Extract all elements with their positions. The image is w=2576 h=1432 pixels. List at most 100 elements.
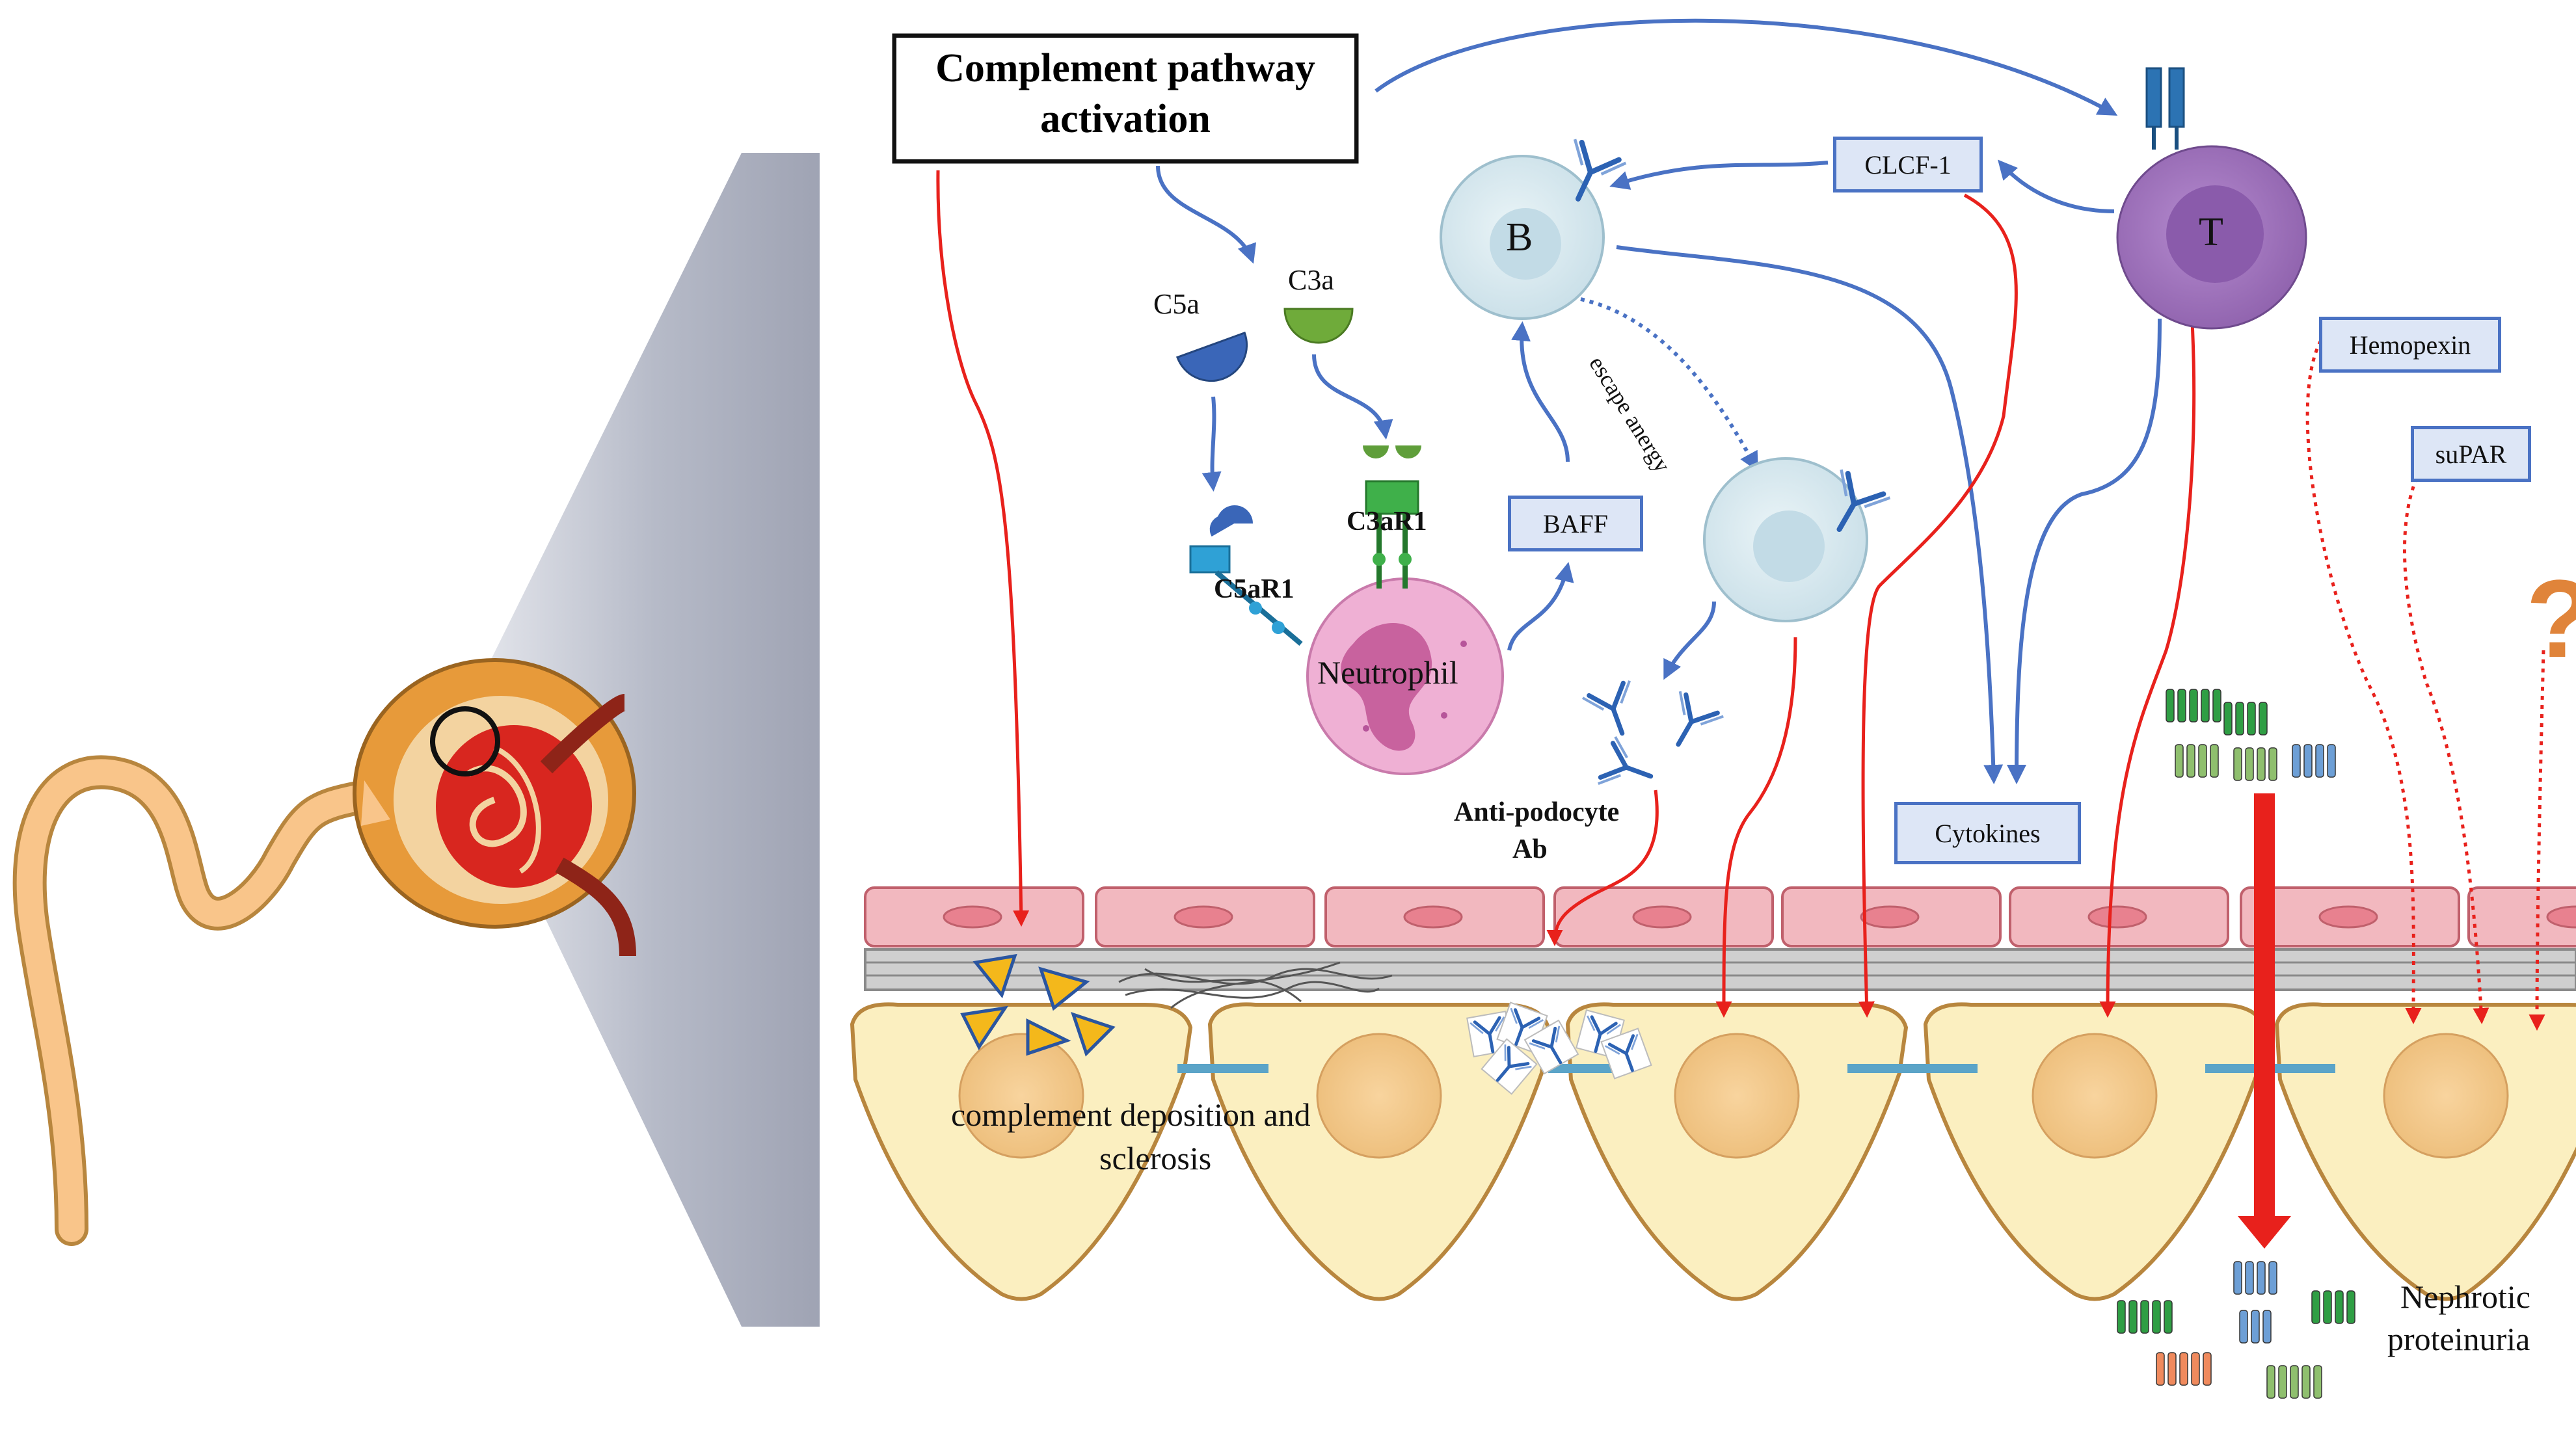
endothelial-cell [2467,886,2576,948]
title-text: Complement pathway activation [935,46,1315,141]
arrow-plasma-to-ab [1663,601,1716,680]
arrow-clcf1-to-b [1609,161,1829,190]
antibody [1676,691,1724,747]
endothelial-cell [2240,886,2460,948]
c3ar1-receptor [1363,445,1421,589]
protein [2239,1310,2272,1344]
cytokines-box: Cytokines [1894,802,2081,864]
arrow-t-to-cytokines [2007,318,2162,784]
clcf1-label: CLCF-1 [1864,150,1952,179]
dotted-supar-to-podo [2402,477,2489,1024]
endothelial-cell [1781,886,2002,948]
complement-deposits [960,953,1116,1057]
t-cell [2116,67,2307,330]
nephron-illustration [12,153,820,1327]
protein [2223,702,2268,736]
hemopexin-box: Hemopexin [2319,317,2501,373]
antibody [1598,736,1654,786]
antibody [1510,1007,1544,1046]
arrow-c3a-to-receptor [1312,354,1393,440]
endothelial-cell [864,886,1084,948]
antibody [1836,469,1891,533]
protein [2266,1365,2322,1399]
dotted-question-to-podo [2529,650,2545,1031]
sclerosis-fibers [1118,961,1393,1009]
c5ar1-receptor [1189,505,1303,646]
endothelium [864,886,2576,948]
label-anti-podocyte-ab-1: Anti-podocyte [1454,797,1620,827]
neutrophil [1306,577,1504,775]
label-complement-deposition-2: sclerosis [1099,1140,1212,1176]
antibody [1604,1033,1639,1072]
label-c3ar1: C3aR1 [1347,507,1427,537]
antibody [1496,1044,1532,1082]
bound-antibodies [1466,1001,1652,1095]
title-box: Complement pathway activation [894,35,1357,162]
antibody [1581,680,1631,736]
red-t-to-podo [2099,321,2196,1018]
arrow-c5a-to-receptor [1201,396,1222,492]
plasma-cell [1703,457,1868,622]
arrow-b-to-cytokines [1616,245,2004,784]
c5a-molecule [1175,331,1248,382]
arrow-complement-to-t [1375,18,2118,116]
baff-box: BAFF [1508,496,1643,551]
antibody [1573,139,1627,202]
endothelial-cell [1553,886,1774,948]
label-complement-deposition-1: complement deposition and [951,1096,1311,1133]
protein [2175,744,2219,778]
label-b-cell: B [1506,215,1533,259]
label-nephrotic-2: proteinuria [2387,1321,2530,1357]
protein [2233,747,2277,781]
antibody [1586,1015,1621,1054]
endothelial-cell [1095,886,1315,948]
protein [2311,1290,2355,1324]
protein-clusters [2117,689,2355,1399]
label-anti-podocyte-ab-2: Ab [1512,834,1548,864]
protein [2166,689,2221,723]
efferent-arteriole [555,857,636,957]
red-arrows [936,170,2196,1018]
label-nephrotic-1: Nephrotic [2400,1279,2530,1315]
clcf1-box: CLCF-1 [1833,137,1983,192]
podocyte-cell [850,1002,1193,1301]
podocyte-cell [2274,1002,2576,1301]
c3a-molecule [1283,308,1354,344]
hemopexin-label: Hemopexin [2349,330,2471,360]
supar-label: suPAR [2435,439,2507,469]
free-antibodies [1581,680,1724,786]
podocytes [850,1002,2576,1301]
question-mark: ? [2526,557,2576,681]
podocyte-cell [1207,1002,1551,1301]
dotted-hemopexin-to-podo [2305,332,2422,1024]
red-clcf1-to-podo [1858,193,2018,1018]
label-t-cell: T [2199,210,2223,254]
arrow-t-to-clcf1 [1998,159,2115,213]
zoom-circle [430,706,500,776]
podocyte-cell [1923,1002,2266,1301]
arrow-complement-to-c3a [1156,165,1257,264]
label-c5a: C5a [1153,288,1200,320]
supar-box: suPAR [2411,426,2531,482]
podocyte-cell [1565,1002,1909,1301]
antibody [1529,1026,1563,1065]
baff-label: BAFF [1542,509,1609,538]
red-plasma-to-podo [1715,637,1797,1018]
red-ab-to-gbm [1546,789,1659,946]
label-c5ar1: C5aR1 [1214,574,1295,604]
arrow-baff-to-b [1511,321,1570,462]
antibody [1469,1016,1505,1054]
basement-membrane [864,948,2576,991]
arrow-neutrophil-to-baff [1507,562,1574,651]
label-neutrophil: Neutrophil [1317,654,1458,691]
cell-antibodies [1573,139,1891,533]
endothelial-cell [1324,886,1545,948]
endothelial-cell [2009,886,2229,948]
red-dotted-arrows [2305,332,2545,1031]
protein [2156,1352,2212,1386]
proteinuria-arrow [2238,793,2291,1249]
red-complement-to-endo [936,170,1030,927]
cytokines-label: Cytokines [1935,818,2041,848]
afferent-arteriole [540,694,626,774]
